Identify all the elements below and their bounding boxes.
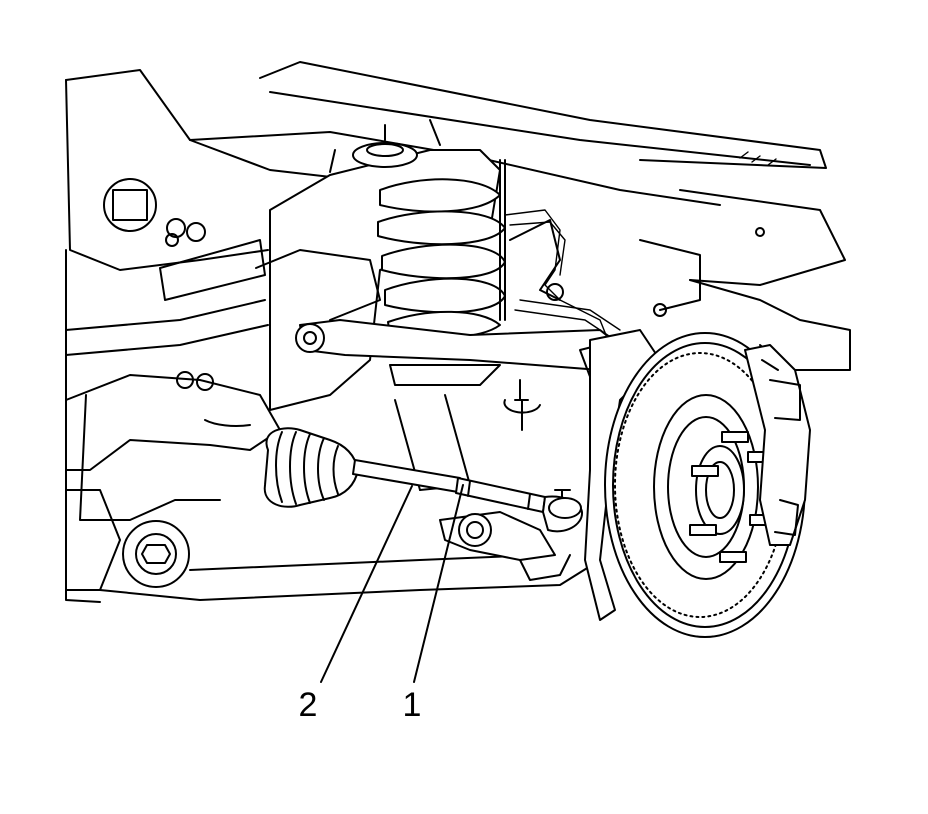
wheel-hub	[695, 445, 745, 535]
outer-tie-rod	[455, 477, 584, 533]
leader-lines	[320, 484, 464, 683]
left-frame-rail	[65, 79, 269, 603]
coil-spring	[377, 178, 506, 339]
upper-body-panel	[65, 61, 827, 206]
steering-knuckle	[584, 329, 661, 621]
brake-caliper	[744, 344, 811, 546]
lower-control-arm	[439, 511, 571, 581]
callout-2-leader	[320, 485, 413, 683]
callout-1-leader	[413, 484, 464, 683]
callout-1-label: 1	[403, 686, 422, 724]
wheel-studs	[689, 431, 777, 563]
cv-axle-boot	[263, 427, 359, 508]
callout-2-label: 2	[299, 686, 318, 724]
inner-tie-rod	[352, 459, 461, 493]
